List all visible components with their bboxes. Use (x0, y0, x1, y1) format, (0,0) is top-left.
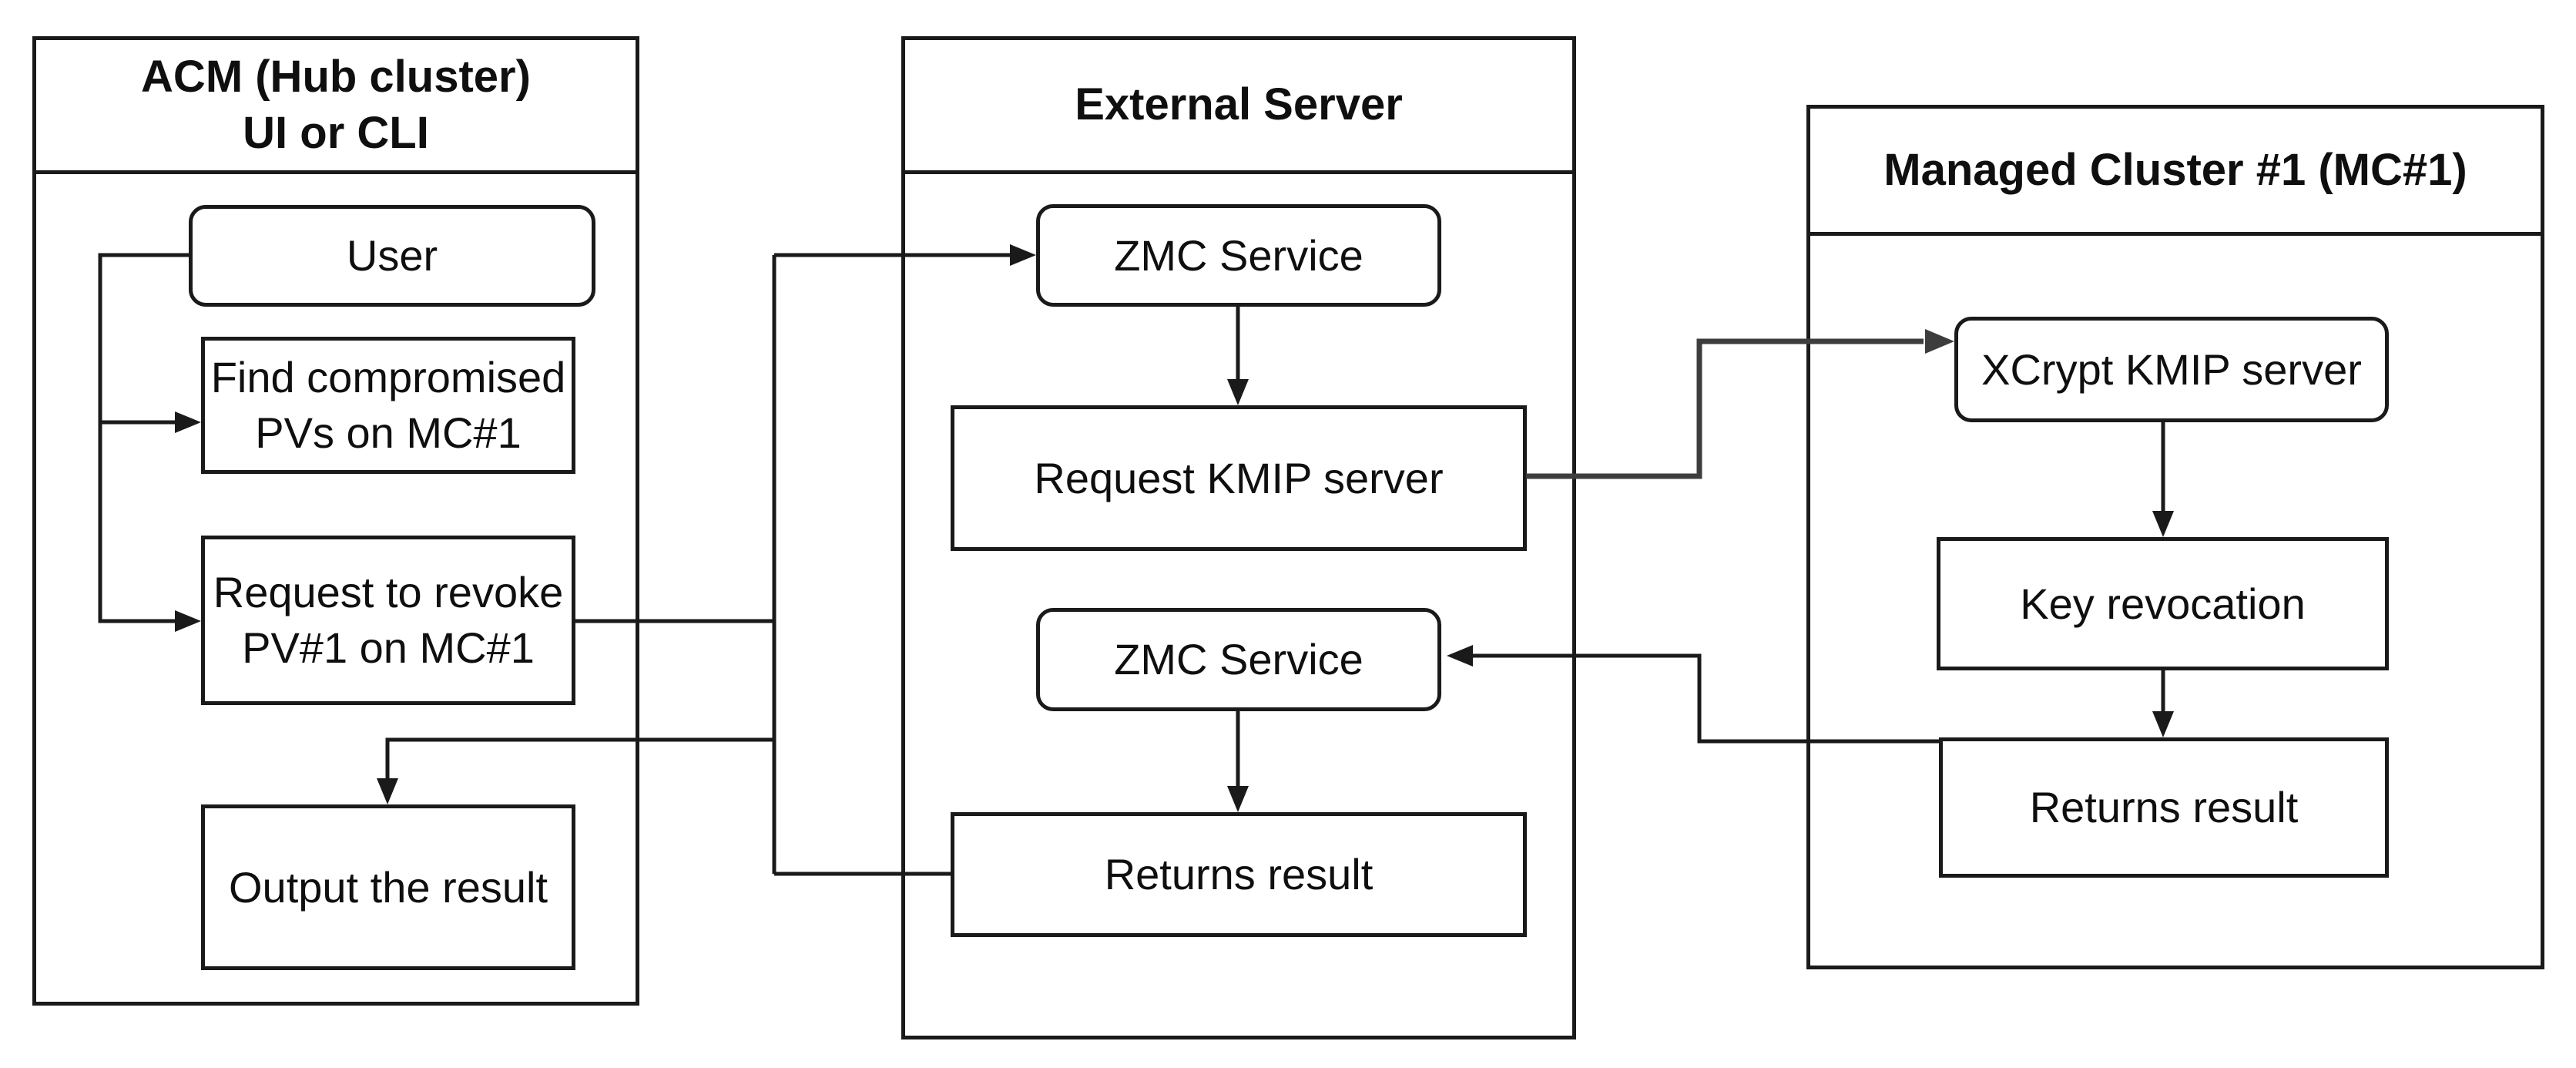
node-request-revoke-pv: Request to revoke PV#1 on MC#1 (201, 536, 575, 705)
node-xcrypt-kmip-server: XCrypt KMIP server (1954, 317, 2389, 422)
node-find-compromised-pvs-label: Find compromised PVs on MC#1 (210, 353, 566, 457)
node-zmc-service-top-label: ZMC Service (1114, 230, 1363, 280)
node-user-label: User (346, 231, 438, 280)
node-returns-result-external-label: Returns result (1104, 850, 1374, 899)
acm-hub-cluster-header: ACM (Hub cluster) UI or CLI (36, 40, 636, 174)
node-returns-result-mc-label: Returns result (2029, 783, 2299, 832)
node-user: User (189, 205, 595, 307)
node-xcrypt-kmip-server-label: XCrypt KMIP server (1981, 344, 2362, 394)
managed-cluster-title: Managed Cluster #1 (MC#1) (1883, 144, 2467, 195)
node-output-result: Output the result (201, 804, 575, 970)
external-server-title: External Server (1075, 79, 1403, 130)
node-zmc-service-bottom: ZMC Service (1036, 608, 1441, 711)
acm-hub-cluster-title: ACM (Hub cluster) UI or CLI (141, 52, 531, 158)
node-zmc-service-bottom-label: ZMC Service (1114, 635, 1363, 684)
node-output-result-label: Output the result (228, 862, 548, 912)
node-request-kmip-server-label: Request KMIP server (1034, 453, 1444, 502)
external-server-header: External Server (905, 40, 1572, 174)
managed-cluster-header: Managed Cluster #1 (MC#1) (1810, 109, 2541, 236)
node-find-compromised-pvs: Find compromised PVs on MC#1 (201, 337, 575, 474)
node-request-kmip-server: Request KMIP server (951, 405, 1527, 551)
node-returns-result-external: Returns result (951, 812, 1527, 937)
node-key-revocation-label: Key revocation (2020, 579, 2306, 628)
node-request-revoke-pv-label: Request to revoke PV#1 on MC#1 (213, 568, 564, 672)
node-returns-result-mc: Returns result (1939, 737, 2389, 878)
node-zmc-service-top: ZMC Service (1036, 204, 1441, 307)
node-key-revocation: Key revocation (1937, 537, 2389, 670)
